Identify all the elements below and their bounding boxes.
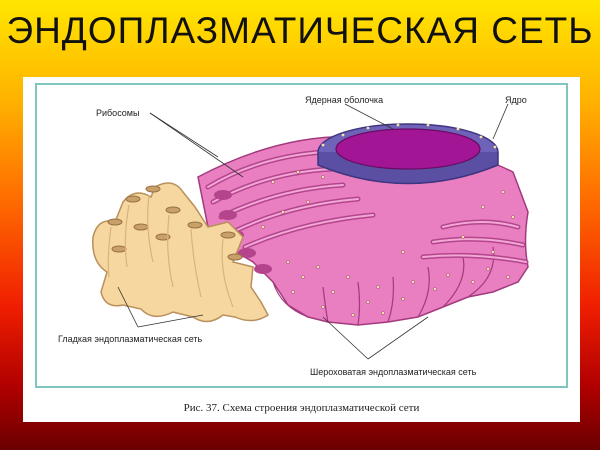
diagram-frame <box>35 83 568 388</box>
rough-er-illustration <box>197 135 529 326</box>
label-rough-er: Шероховатая эндоплазматическая сеть <box>310 367 477 377</box>
label-ribosomes: Рибосомы <box>96 108 139 118</box>
nucleus-illustration <box>317 123 499 185</box>
er-diagram: Рибосомы Ядерная оболочка Ядро Гладкая э… <box>58 95 529 377</box>
label-nucleus: Ядро <box>505 95 527 105</box>
label-nuclear-envelope: Ядерная оболочка <box>305 95 383 105</box>
smooth-er-illustration <box>92 182 269 323</box>
figure-card: Рибосомы Ядерная оболочка Ядро Гладкая э… <box>23 77 580 422</box>
label-leaders <box>117 103 509 360</box>
label-smooth-er: Гладкая эндоплазматическая сеть <box>58 334 203 344</box>
figure-caption: Рис. 37. Схема строения эндоплазматическ… <box>183 402 420 414</box>
slide-title: ЭНДОПЛАЗМАТИЧЕСКАЯ СЕТЬ <box>6 10 594 51</box>
